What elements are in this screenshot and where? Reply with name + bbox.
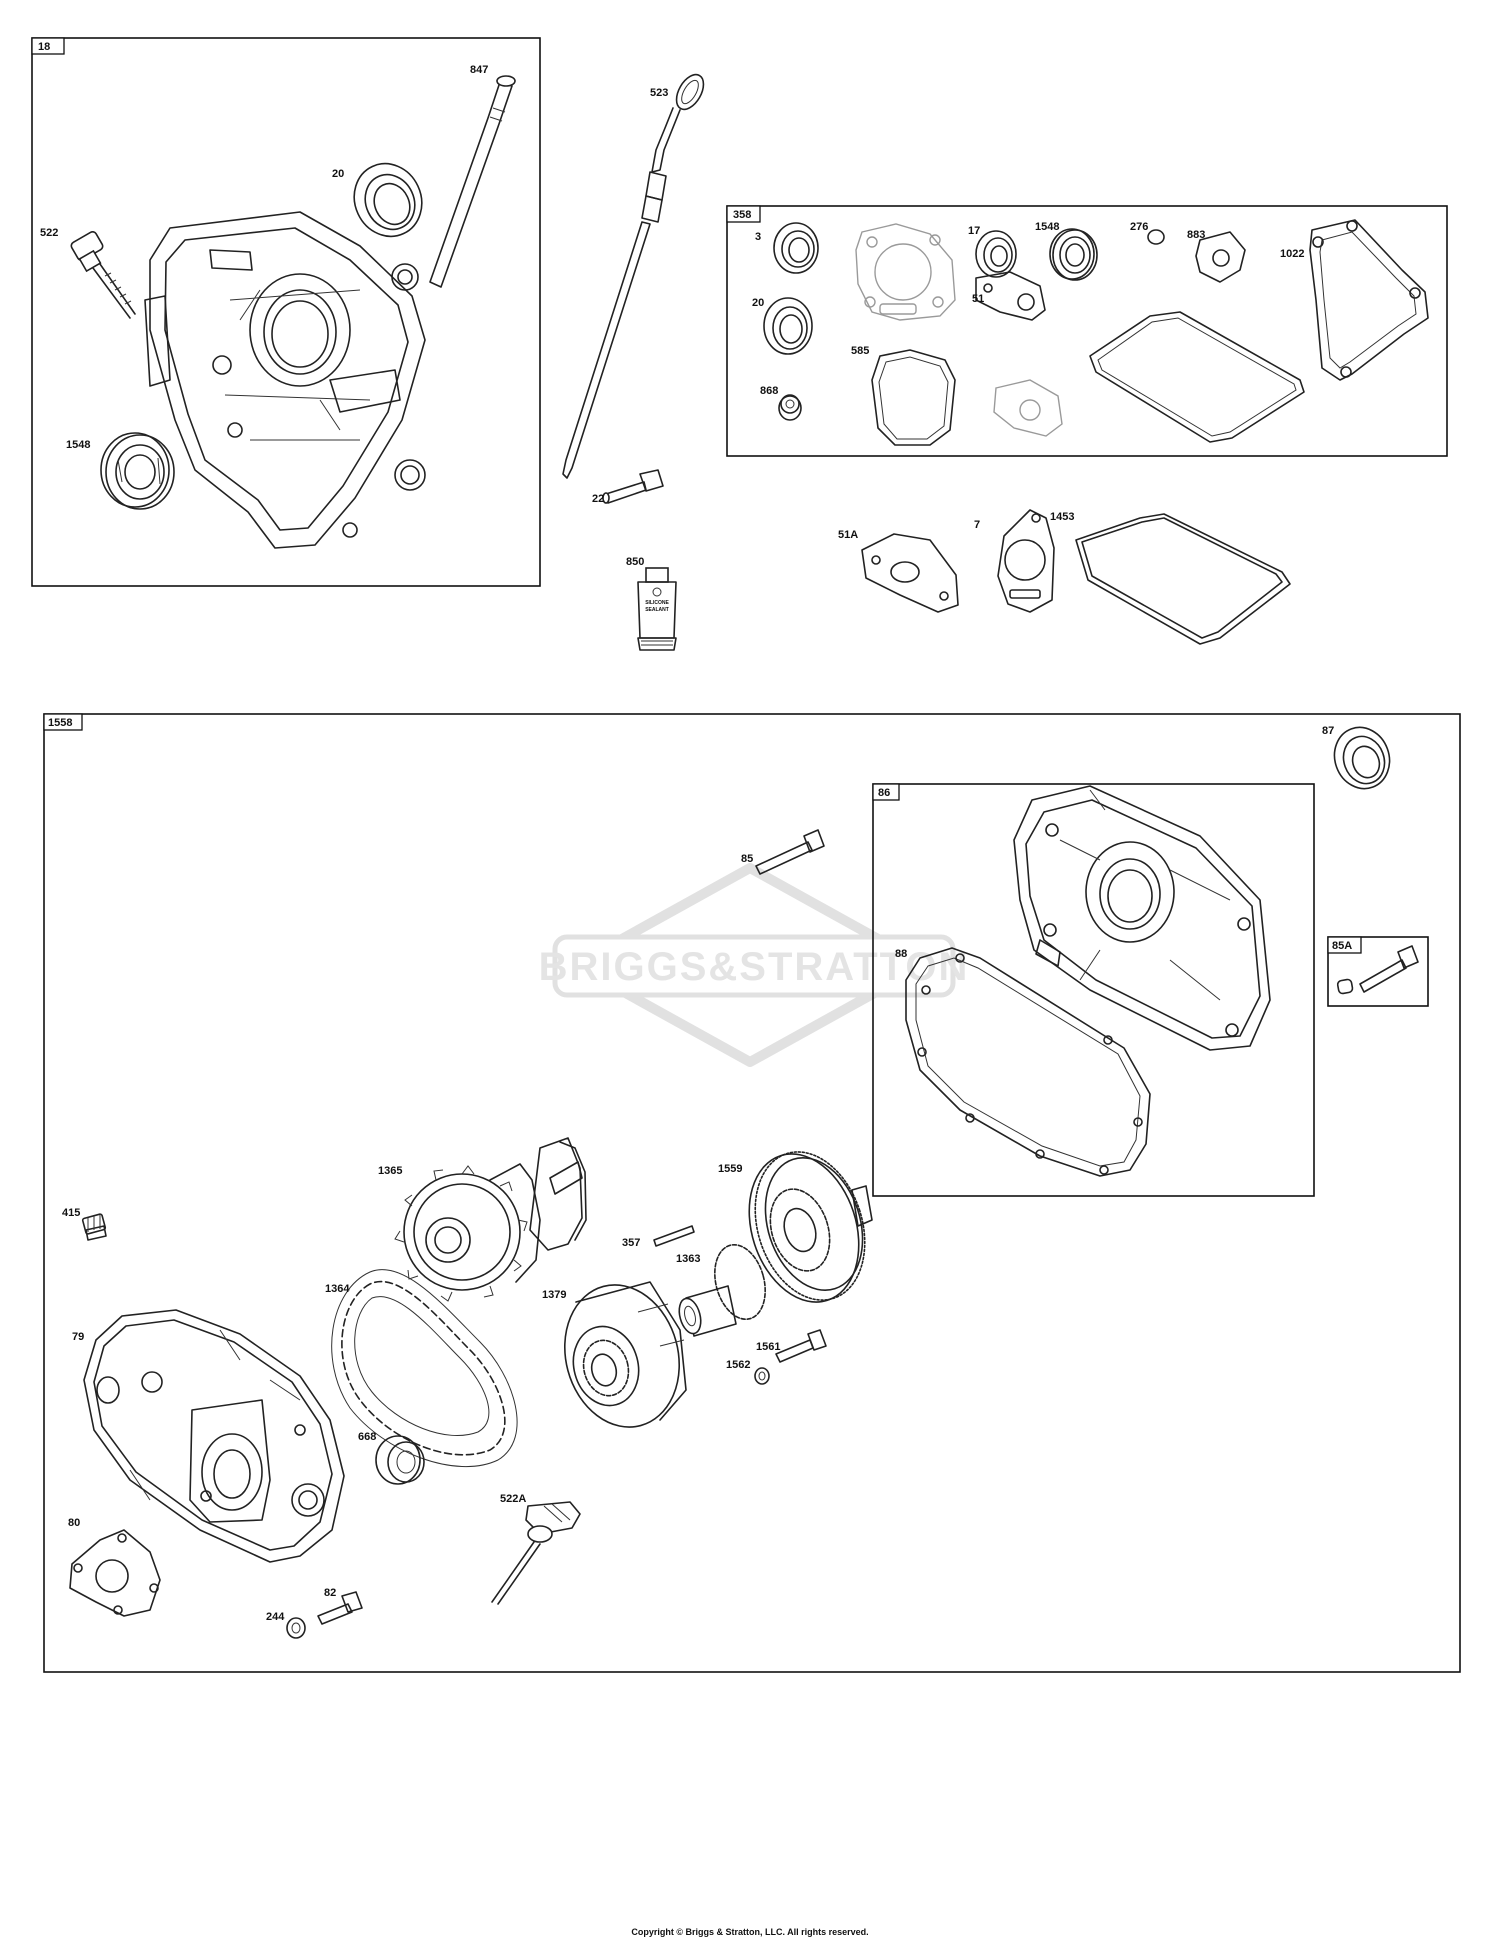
part-1559-clutch[interactable] [731,1138,883,1317]
part-88-gasket[interactable] [905,947,1151,1177]
part-1561-bolt[interactable] [775,1329,827,1363]
box-358-label: 358 [733,209,751,221]
label-22: 22 [592,493,604,505]
box-18: 18 [31,37,541,587]
label-87: 87 [1322,725,1334,737]
part-17-seal[interactable] [975,230,1017,278]
label-88: 88 [895,948,907,960]
copyright-notice: Copyright © Briggs & Stratton, LLC. All … [631,1927,869,1937]
part-22-bolt[interactable] [602,469,664,504]
label-1453: 1453 [1050,511,1074,523]
part-244-washer[interactable] [286,1617,306,1639]
part-523-dipstick[interactable] [562,70,709,479]
label-668: 668 [358,1431,376,1443]
label-1561: 1561 [756,1341,780,1353]
part-86-gear-case [1013,785,1271,1051]
label-1365: 1365 [378,1165,402,1177]
label-1548-a: 1548 [66,439,90,451]
label-79: 79 [72,1331,84,1343]
part-7-gasket[interactable] [997,509,1055,613]
part-1364-chain[interactable] [331,1269,518,1468]
label-51: 51 [972,293,984,305]
watermark-logo: BRIGGS&STRATTON [539,863,970,1067]
label-1548-b: 1548 [1035,221,1059,233]
part-1548-bearing-b[interactable] [1049,228,1098,281]
part-85-bolt[interactable] [755,829,825,875]
label-883: 883 [1187,229,1205,241]
part-1548-bearing-a[interactable] [100,432,175,510]
box-1558-label: 1558 [48,717,72,729]
box-18-label: 18 [38,41,50,53]
label-415: 415 [62,1207,80,1219]
part-20-oil-seal[interactable] [342,153,433,248]
label-80: 80 [68,1517,80,1529]
part-79-gearcase-cover[interactable] [83,1309,345,1563]
label-585: 585 [851,345,869,357]
part-1363-gear[interactable] [676,1239,773,1337]
label-1364: 1364 [325,1283,350,1295]
part-668-seal[interactable] [375,1435,425,1485]
tube-text-1: SILICONE [645,600,669,606]
label-20-top: 20 [332,168,344,180]
part-3-seal[interactable] [773,222,819,274]
label-850: 850 [626,556,644,568]
part-51-gasket[interactable] [975,271,1046,321]
label-7: 7 [974,519,980,531]
part-head-gasket-gray [855,223,956,321]
part-1022-gasket[interactable] [1309,219,1429,381]
part-80-gasket[interactable] [69,1529,161,1617]
part-1379-drum[interactable] [549,1272,694,1440]
label-868: 868 [760,385,778,397]
part-gray-gasket-2 [993,379,1063,437]
label-276: 276 [1130,221,1148,233]
label-17: 17 [968,225,980,237]
part-1562-washer[interactable] [754,1367,770,1385]
part-850-silicone-tube[interactable]: SILICONE SEALANT [637,567,677,651]
label-244: 244 [266,1611,285,1623]
part-rocker-gasket [1089,311,1305,443]
part-85a-bolt[interactable] [1336,945,1419,995]
label-1363: 1363 [676,1253,700,1265]
box-85a-label: 85A [1332,940,1352,952]
part-1453-gasket[interactable] [1075,513,1291,645]
part-522a-oil-plug[interactable] [491,1501,581,1605]
box-85a: 85A [1327,936,1429,1007]
part-883-gasket[interactable] [1195,231,1246,283]
label-1022: 1022 [1280,248,1304,260]
part-847-dipstick-tube[interactable] [429,75,516,288]
label-85: 85 [741,853,753,865]
label-522: 522 [40,227,58,239]
part-51a-gasket[interactable] [861,533,959,613]
label-1559: 1559 [718,1163,742,1175]
part-20-seal-b[interactable] [763,297,813,355]
watermark-text: BRIGGS&STRATTON [539,945,970,989]
part-crankcase-cover [144,211,426,549]
label-522a: 522A [500,1493,526,1505]
part-82-bolt[interactable] [317,1591,363,1625]
part-276-oring[interactable] [1147,229,1165,245]
box-358: 358 [726,205,1448,457]
label-523: 523 [650,87,668,99]
box-86: 86 [872,783,1315,1197]
tube-text-2: SEALANT [645,607,669,613]
box-86-label: 86 [878,787,890,799]
label-1562: 1562 [726,1359,750,1371]
part-357-pin[interactable] [653,1225,695,1247]
part-522-oil-plug[interactable] [70,230,136,319]
part-87-seal[interactable] [1326,720,1398,797]
part-1365-sprocket-shaft[interactable] [394,1137,587,1302]
label-1379: 1379 [542,1289,566,1301]
part-868-seal[interactable] [778,394,802,421]
label-20-b: 20 [752,297,764,309]
label-357: 357 [622,1237,640,1249]
part-585-gasket[interactable] [871,349,956,446]
part-415-plug[interactable] [81,1213,107,1241]
label-3: 3 [755,231,761,243]
label-82: 82 [324,1587,336,1599]
label-847: 847 [470,64,488,76]
label-51a: 51A [838,529,858,541]
box-1558: 1558 [43,713,1461,1673]
